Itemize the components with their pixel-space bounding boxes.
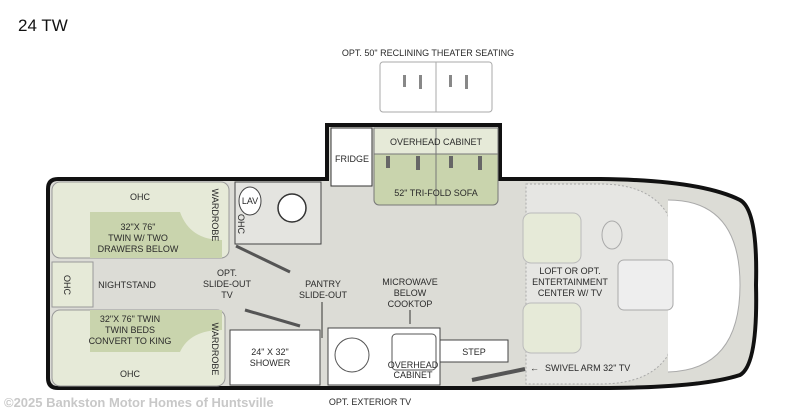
microwave-label-2: BELOW: [394, 288, 427, 298]
fridge: [330, 127, 373, 187]
cab-seats: [522, 212, 582, 354]
loft-label-2: ENTERTAINMENT: [532, 277, 608, 287]
entry-step: [439, 339, 509, 363]
shower-label-2: SHOWER: [250, 358, 291, 368]
ohc-bath-label: OHC: [236, 214, 246, 235]
loft-label-3: CENTER W/ TV: [538, 288, 602, 298]
theater-seating-label: OPT. 50" RECLINING THEATER SEATING: [342, 48, 514, 58]
theater-seating: [379, 61, 493, 113]
wardrobe-top-label: WARDROBE: [210, 189, 220, 242]
shower-label-1: 24" X 32": [251, 347, 288, 357]
overhead-cabinet-bottom-1: OVERHEAD: [388, 360, 439, 370]
cooktop: [391, 333, 437, 371]
wardrobe-bottom-label: WARDROBE: [210, 323, 220, 376]
slide-tv-label-2: SLIDE-OUT: [203, 279, 252, 289]
swivel-arrow-icon: ←: [530, 363, 539, 373]
sofa-label: 52" TRI-FOLD SOFA: [394, 188, 478, 198]
lav-label: LAV: [242, 196, 258, 206]
microwave-label-3: COOKTOP: [388, 299, 433, 309]
overhead-cabinet-bottom-2: CABINET: [393, 370, 433, 380]
bed-top-label-2: TWIN W/ TWO: [108, 233, 168, 243]
sink: [334, 337, 370, 373]
bed-bottom-label-3: CONVERT TO KING: [89, 336, 172, 346]
lav-sink: [238, 186, 262, 216]
floorplan-title: 24 TW: [18, 16, 68, 35]
bed-bottom-label-2: TWIN BEDS: [105, 325, 155, 335]
swivel-tv-arm: [471, 367, 526, 382]
loft-label-1: LOFT OR OPT.: [539, 266, 600, 276]
overhead-cabinet-label: OVERHEAD CABINET: [390, 137, 483, 147]
ohc-bottom-label: OHC: [120, 369, 141, 379]
step-label: STEP: [462, 347, 486, 357]
bed-top-label-1: 32"X 76": [121, 222, 156, 232]
pantry-label-2: SLIDE-OUT: [299, 290, 348, 300]
watermark: ©2025 Bankston Motor Homes of Huntsville: [4, 395, 274, 410]
microwave-label-1: MICROWAVE: [382, 277, 438, 287]
fridge-label: FRIDGE: [335, 154, 369, 164]
ohc-left: [51, 261, 94, 308]
nightstand-label: NIGHTSTAND: [98, 280, 156, 290]
pantry-label-1: PANTRY: [305, 279, 341, 289]
toilet: [277, 193, 307, 223]
ohc-top-label: OHC: [130, 192, 151, 202]
swivel-label: SWIVEL ARM 32" TV: [545, 363, 630, 373]
slide-tv-label-1: OPT.: [217, 268, 237, 278]
shower: [229, 329, 321, 386]
bed-bottom-label-1: 32"X 76" TWIN: [100, 314, 160, 324]
exterior-tv-label: OPT. EXTERIOR TV: [329, 397, 411, 407]
bed-top-label-3: DRAWERS BELOW: [98, 244, 179, 254]
slide-tv-label-3: TV: [221, 290, 233, 300]
ohc-left-label: OHC: [62, 275, 72, 296]
